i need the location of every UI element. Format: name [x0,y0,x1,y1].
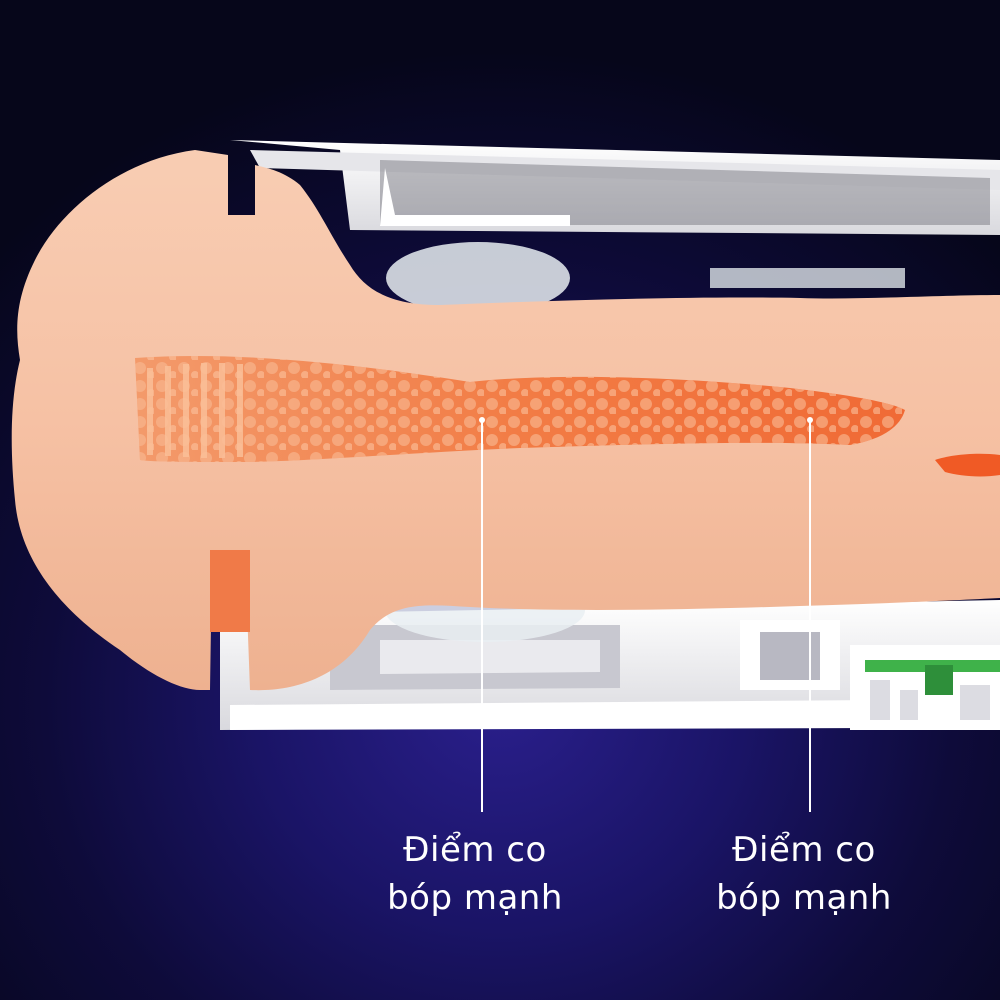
callout-label-2: Điểm co bóp mạnh [674,826,934,922]
callout-label-2-line2: bóp mạnh [716,878,892,918]
callout-label-1-line1: Điểm co [403,830,547,870]
callout-line-2 [807,417,813,812]
callout-label-1: Điểm co bóp mạnh [345,826,605,922]
callout-label-2-line1: Điểm co [732,830,876,870]
textured-canal [135,356,1000,477]
sleeve-notch [210,550,250,632]
callout-label-1-line2: bóp mạnh [387,878,563,918]
callout-line-1 [479,417,485,812]
circuit-board [850,645,1000,730]
pressure-capsule-top [386,242,905,314]
